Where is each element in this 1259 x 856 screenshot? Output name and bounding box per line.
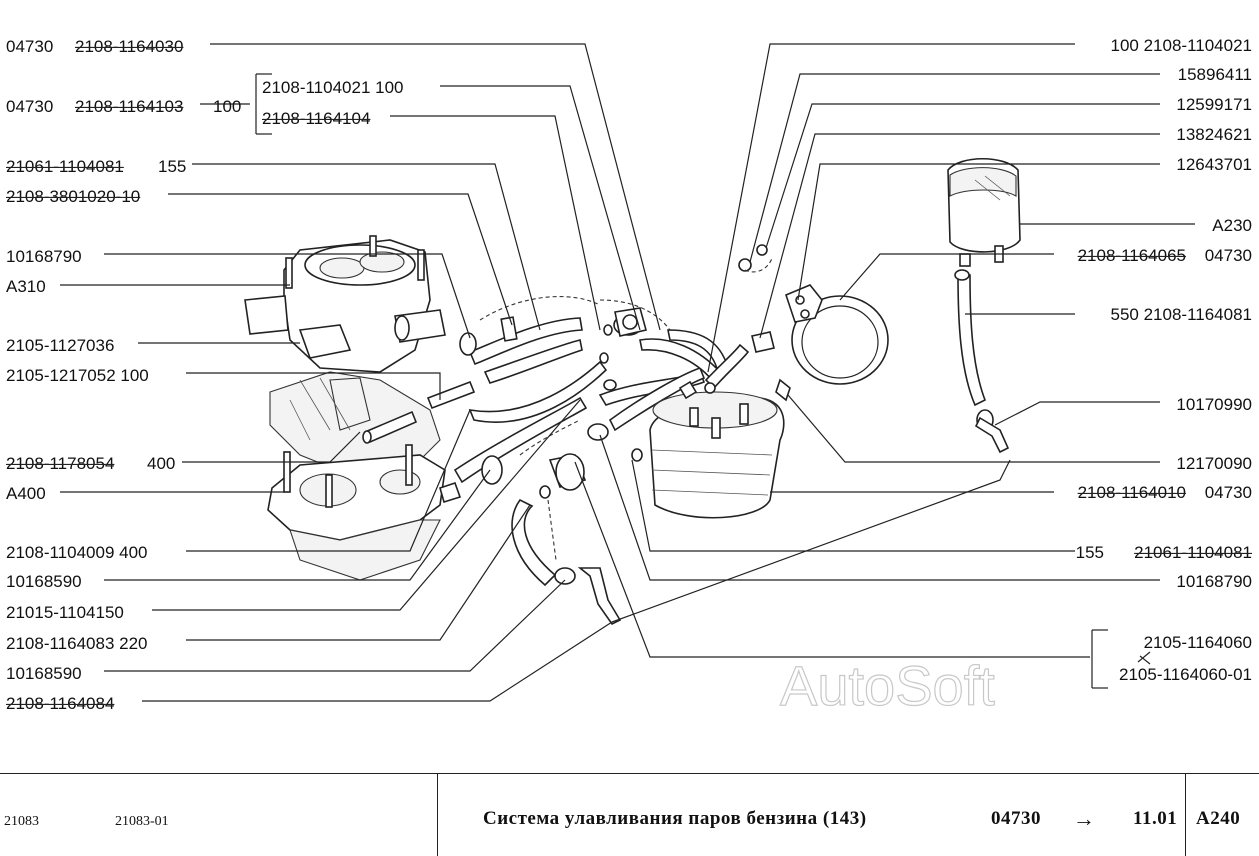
model-code-b: 21083-01	[115, 814, 169, 829]
carburetor-illustration	[244, 235, 446, 476]
part-label: 155	[1076, 543, 1104, 562]
part-label: 550 2108-1164081	[1111, 305, 1253, 324]
part-label: 12643701	[1176, 155, 1252, 174]
part-label: 100 2108-1104021	[1111, 36, 1253, 55]
part-label: A310	[6, 277, 46, 296]
part-label: 2108-1104021 100	[262, 78, 404, 97]
title-block: 21083 21083-01 Система улавливания паров…	[0, 773, 1259, 856]
canister-clamp-illustration	[738, 244, 889, 385]
part-label: 2108-3801020-10	[6, 187, 140, 206]
part-label: 10168590	[6, 572, 82, 591]
title-block-models: 21083 21083-01	[0, 774, 438, 856]
part-label: 2108-1164065	[1078, 246, 1186, 265]
code-to: 11.01	[1133, 808, 1178, 829]
part-label: 04730	[1205, 246, 1252, 265]
part-label: 10168590	[6, 664, 82, 683]
code-from: 04730	[991, 808, 1041, 829]
part-label: 2108-1164084	[6, 694, 114, 713]
separator-illustration	[947, 157, 1021, 454]
part-label: 10170990	[1176, 395, 1252, 414]
part-label: A400	[6, 484, 46, 503]
part-label: 04730	[6, 37, 53, 56]
diagram-title: Система улавливания паров бензина (143)	[483, 808, 867, 829]
part-label: 100	[213, 97, 241, 116]
part-label: 21015-1104150	[6, 603, 124, 622]
left-part-labels: 04730 2108-1164030 04730 2108-1164103 100 210…	[6, 37, 404, 713]
part-label: 21061-1104081	[1134, 543, 1252, 562]
part-label: 2108-1164104	[262, 109, 370, 128]
part-label: 2108-1164030	[75, 37, 183, 56]
part-label: 2105-1164060-01	[1119, 665, 1252, 684]
intake-manifold-illustration	[267, 444, 462, 581]
hoses-and-fittings	[362, 296, 1011, 626]
part-label: 10168790	[6, 247, 82, 266]
part-label: 2108-1164083 220	[6, 634, 148, 653]
sheet-code: A240	[1196, 808, 1241, 829]
part-label: 2108-1164103	[75, 97, 183, 116]
part-label: 12599171	[1176, 95, 1252, 114]
part-label: 2108-1164010	[1078, 483, 1186, 502]
part-label: 04730	[1205, 483, 1252, 502]
leader-lines	[60, 43, 1195, 702]
part-label: 12170090	[1176, 454, 1252, 473]
part-label: A230	[1212, 216, 1252, 235]
part-label: 15896411	[1178, 65, 1252, 84]
part-label: 21061-1104081	[6, 157, 124, 176]
part-label: 155	[158, 157, 186, 176]
title-block-main: Система улавливания паров бензина (143) …	[437, 774, 1186, 856]
part-label: 13824621	[1176, 125, 1252, 144]
valve-illustration	[614, 307, 791, 402]
model-code-a: 21083	[4, 814, 39, 829]
canister-illustration	[631, 343, 785, 519]
part-label: 10168790	[1176, 572, 1252, 591]
title-block-sheet: A240	[1186, 774, 1258, 856]
part-label: 2108-1178054	[6, 454, 114, 473]
part-label: 2105-1217052 100	[6, 366, 149, 385]
part-label: 400	[147, 454, 175, 473]
part-label: 04730	[6, 97, 53, 116]
arrow-icon: →	[1073, 806, 1096, 831]
part-label: 2105-1127036	[6, 336, 114, 355]
part-label: 2108-1104009 400	[6, 543, 148, 562]
part-label: 2105-1164060	[1144, 633, 1252, 652]
right-part-labels: 100 2108-1104021 15896411 12599171 13824621…	[1076, 36, 1252, 684]
autosoft-watermark: AutoSoft	[780, 654, 995, 717]
parts-diagram: AutoSoft	[6, 36, 1252, 718]
